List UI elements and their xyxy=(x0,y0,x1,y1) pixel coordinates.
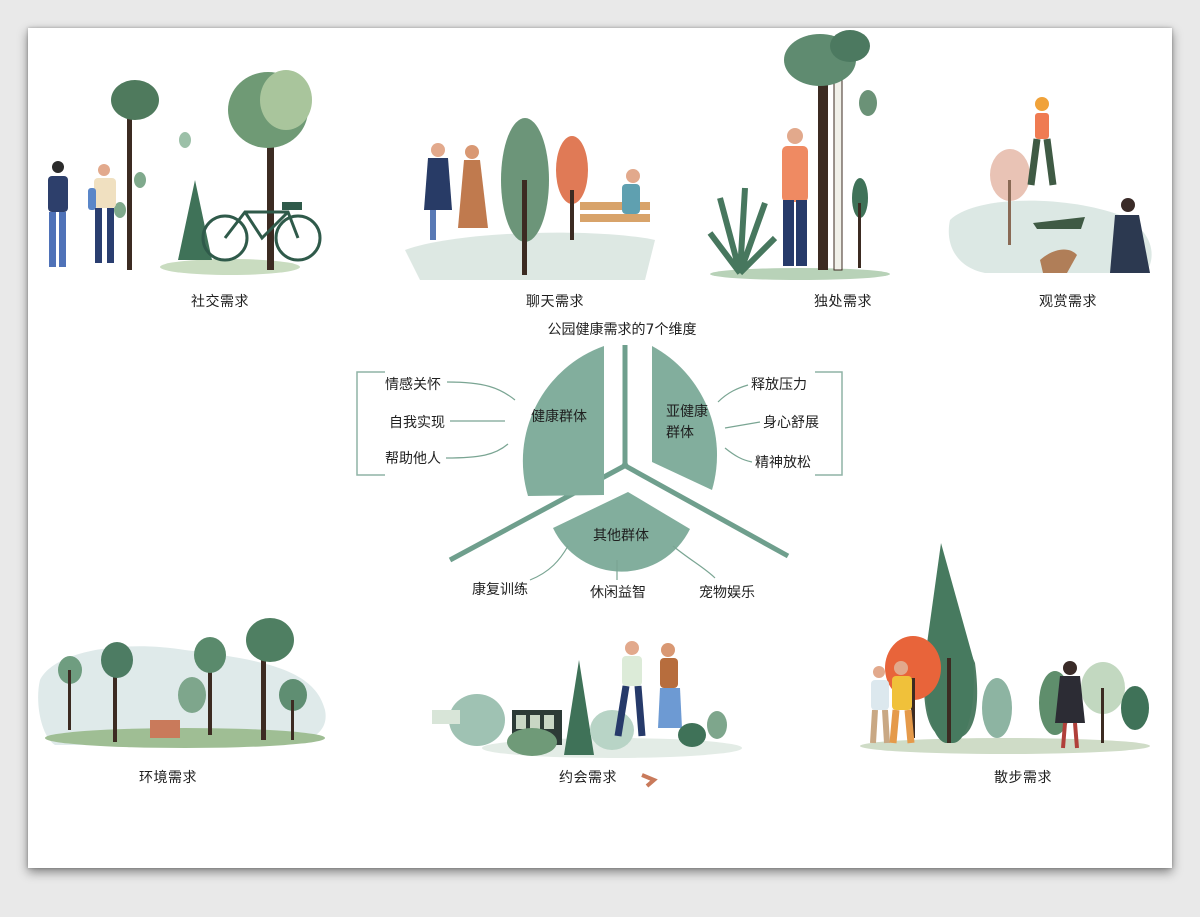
walking-need-caption: 散步需求 xyxy=(994,770,1052,786)
solitude-need-caption: 独处需求 xyxy=(814,294,872,310)
connector-lines xyxy=(445,381,761,581)
subhealthy-group-label-line1: 亚健康 xyxy=(666,403,708,420)
pet-entertainment-label: 宠物娱乐 xyxy=(699,585,755,601)
helping-others-label: 帮助他人 xyxy=(385,451,441,467)
emotional-care-label: 情感关怀 xyxy=(385,376,441,393)
self-realization-label: 自我实现 xyxy=(389,415,445,431)
dating-scene-illustration xyxy=(432,641,742,788)
diagram-title: 公园健康需求的7个维度 xyxy=(548,321,697,338)
left-bracket xyxy=(356,371,385,476)
walking-scene-illustration xyxy=(860,543,1150,754)
other-group-label: 其他群体 xyxy=(593,528,649,544)
subhealthy-group-sector xyxy=(652,346,718,490)
other-group-sector xyxy=(553,492,690,572)
social-need-caption: 社交需求 xyxy=(191,294,249,310)
leisure-puzzle-label: 休闲益智 xyxy=(590,585,646,601)
solitude-scene-illustration xyxy=(707,30,890,280)
mental-relax-label: 精神放松 xyxy=(755,455,811,471)
healthy-group-sector xyxy=(522,346,604,496)
release-pressure-label: 释放压力 xyxy=(751,377,807,393)
right-bracket xyxy=(815,371,843,476)
viewing-scene-illustration xyxy=(948,97,1152,273)
chat-need-caption: 聊天需求 xyxy=(526,294,584,310)
viewing-need-caption: 观赏需求 xyxy=(1039,294,1097,310)
rehab-training-label: 康复训练 xyxy=(472,581,528,598)
subhealthy-group-label-line2: 群体 xyxy=(666,425,694,441)
social-scene-illustration xyxy=(48,70,322,275)
chat-scene-illustration xyxy=(405,118,655,280)
body-mind-stretch-label: 身心舒展 xyxy=(763,415,819,431)
environment-scene-illustration xyxy=(38,618,326,748)
dating-need-caption: 约会需求 xyxy=(559,770,617,786)
healthy-group-label: 健康群体 xyxy=(531,408,587,425)
environment-need-caption: 环境需求 xyxy=(139,770,197,786)
